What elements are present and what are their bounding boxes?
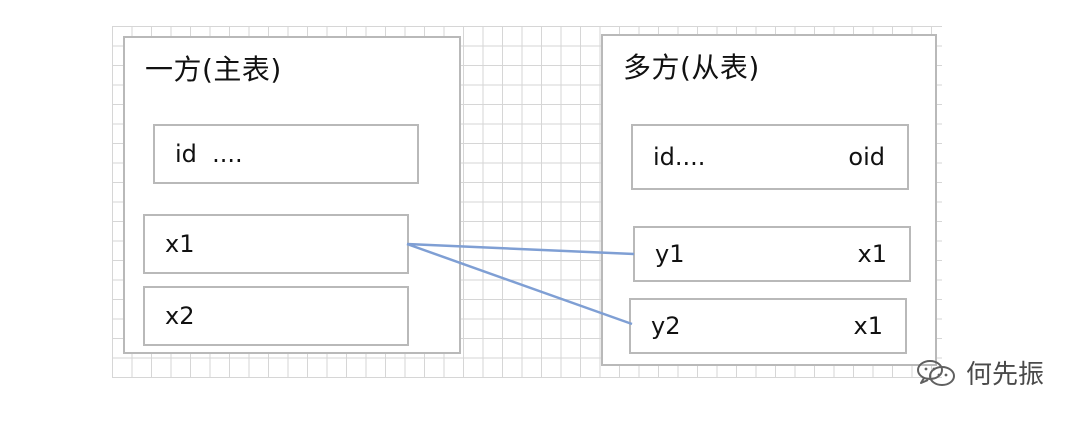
one-field-x2-label: x2 <box>165 302 195 330</box>
many-field-y2-label: y2 <box>651 312 681 340</box>
many-field-y1: y1 x1 <box>633 226 911 282</box>
one-field-x1-label: x1 <box>165 230 195 258</box>
many-field-y2: y2 x1 <box>629 298 907 354</box>
one-field-x1: x1 <box>143 214 409 274</box>
many-field-y2-value: x1 <box>853 312 883 340</box>
one-side-table: 一方(主表) id .... x1 x2 <box>123 36 461 354</box>
one-field-id: id .... <box>153 124 419 184</box>
many-field-id-value: oid <box>848 143 885 171</box>
watermark: 何先振 <box>914 354 1044 391</box>
many-side-table: 多方(从表) id.... oid y1 x1 y2 x1 <box>601 34 937 366</box>
wechat-icon <box>917 359 955 386</box>
many-field-y1-label: y1 <box>655 240 685 268</box>
one-field-id-label: id .... <box>175 140 243 168</box>
many-side-title: 多方(从表) <box>623 51 760 84</box>
one-side-title: 一方(主表) <box>145 53 282 86</box>
many-field-id: id.... oid <box>631 124 909 190</box>
many-field-id-label: id.... <box>653 143 706 171</box>
one-field-x2: x2 <box>143 286 409 346</box>
watermark-text: 何先振 <box>966 360 1045 390</box>
many-field-y1-value: x1 <box>857 240 887 268</box>
